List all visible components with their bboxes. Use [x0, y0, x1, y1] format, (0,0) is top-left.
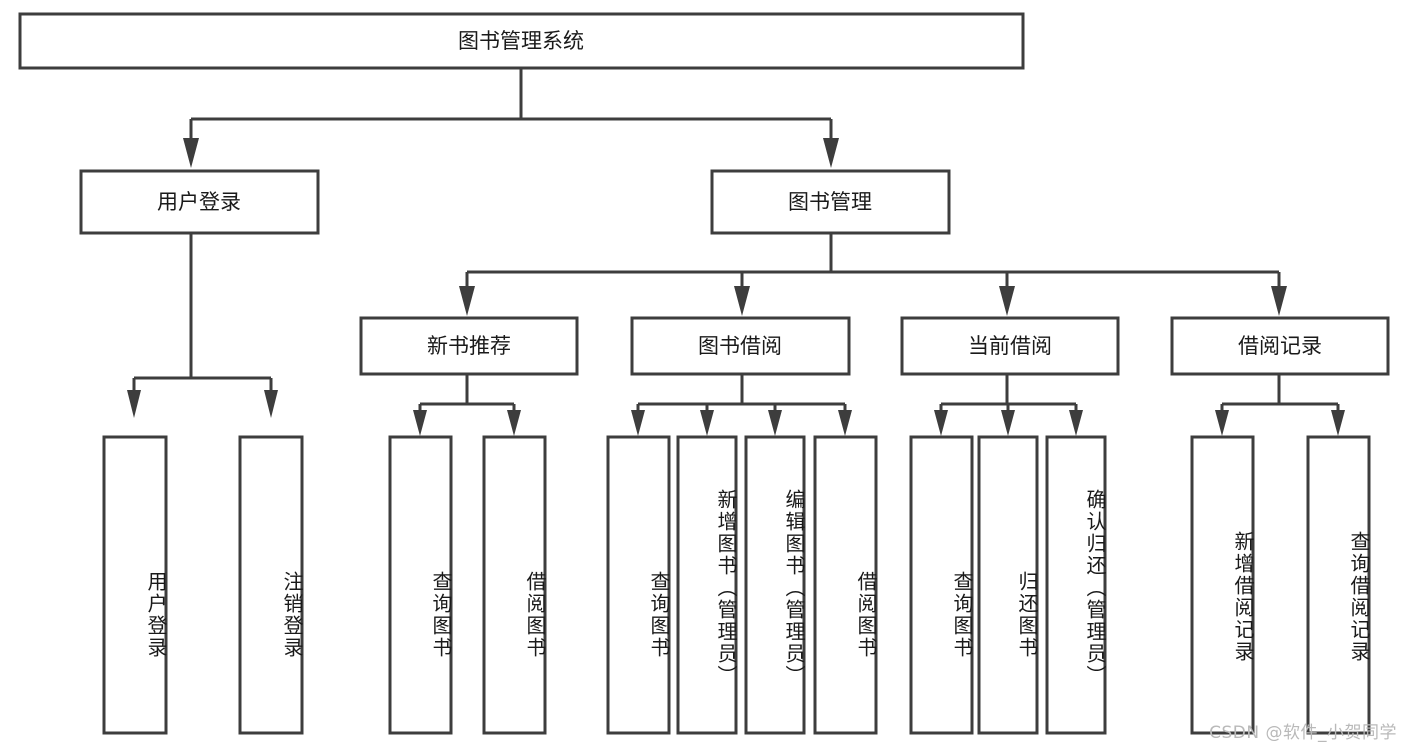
node-book-borrow-label: 图书借阅 [698, 334, 782, 358]
node-current-borrow-label: 当前借阅 [968, 334, 1052, 358]
arrowhead-leaf-add-record [1215, 410, 1229, 436]
leaf-query-book-1-box[interactable] [388, 435, 453, 735]
node-new-book-recommend-box[interactable] [359, 316, 579, 376]
leaf-logout-box[interactable] [238, 435, 304, 735]
leaf-borrow-book-2-box[interactable] [813, 435, 878, 735]
node-borrow-record-box[interactable] [1170, 316, 1390, 376]
connector-group-user-login [127, 233, 278, 418]
watermark-text: CSDN @软件_小贺同学 [1209, 723, 1397, 743]
leaf-confirm-return-box[interactable] [1045, 435, 1107, 735]
arrowhead-leaf-query-record [1331, 410, 1345, 436]
arrowhead-user-login [183, 138, 199, 168]
node-current-borrow[interactable]: 当前借阅 [900, 316, 1120, 376]
arrowhead-borrow-record [1271, 286, 1287, 316]
arrowhead-leaf-edit-book [768, 410, 782, 436]
node-new-book-recommend-label: 新书推荐 [427, 334, 511, 358]
node-borrow-record[interactable]: 借阅记录 [1170, 316, 1390, 376]
arrowhead-leaf-borrow-book-1 [507, 410, 521, 436]
node-new-book-recommend[interactable]: 新书推荐 [359, 316, 579, 376]
leaf-add-book-box[interactable] [676, 435, 738, 735]
leaf-user-login-box[interactable] [102, 435, 168, 735]
arrowhead-leaf-query-book-1 [413, 410, 427, 436]
node-book-borrow-box[interactable] [630, 316, 851, 376]
leaf-borrow-book-1-box[interactable] [482, 435, 547, 735]
leaf-query-book-2-box[interactable] [606, 435, 671, 735]
node-borrow-record-label: 借阅记录 [1238, 334, 1322, 358]
leaf-query-book-3-box[interactable] [909, 435, 974, 735]
arrowhead-leaf-confirm-return [1069, 410, 1083, 436]
arrowhead-leaf-return-book [1001, 410, 1015, 436]
connector-group-root [183, 68, 839, 168]
connector-group-current-borrow [934, 375, 1083, 436]
arrowhead-leaf-query-book-3 [934, 410, 948, 436]
leaf-return-book-box[interactable] [977, 435, 1039, 735]
node-book-management-box[interactable] [710, 169, 951, 235]
leaf-boxes-group [102, 435, 1371, 735]
connector-group-book-management [459, 233, 1287, 316]
connector-group-borrow-record [1215, 375, 1345, 436]
node-book-borrow[interactable]: 图书借阅 [630, 316, 851, 376]
connector-group-book-borrow [631, 375, 852, 436]
arrowhead-leaf-logout [264, 390, 278, 418]
connector-group-new-book-recommend [413, 375, 521, 436]
node-book-management-label: 图书管理 [788, 190, 872, 214]
node-root-box[interactable] [18, 12, 1025, 70]
leaf-query-record-box[interactable] [1306, 435, 1371, 735]
arrowhead-leaf-add-book [700, 410, 714, 436]
node-root[interactable]: 图书管理系统 [18, 12, 1025, 70]
arrowhead-leaf-query-book-2 [631, 410, 645, 436]
node-user-login-box[interactable] [79, 169, 320, 235]
arrowhead-new-book-recommend [459, 286, 475, 316]
node-current-borrow-box[interactable] [900, 316, 1120, 376]
arrowhead-book-borrow [734, 286, 750, 316]
arrowhead-current-borrow [999, 286, 1015, 316]
arrowhead-leaf-user-login [127, 390, 141, 418]
node-user-login[interactable]: 用户登录 [79, 169, 320, 235]
arrowhead-leaf-borrow-book-2 [838, 410, 852, 436]
node-user-login-label: 用户登录 [157, 190, 241, 214]
leaf-edit-book-box[interactable] [744, 435, 806, 735]
arrowhead-book-management [823, 138, 839, 168]
leaf-add-record-box[interactable] [1190, 435, 1255, 735]
node-root-label: 图书管理系统 [458, 29, 584, 53]
node-book-management[interactable]: 图书管理 [710, 169, 951, 235]
